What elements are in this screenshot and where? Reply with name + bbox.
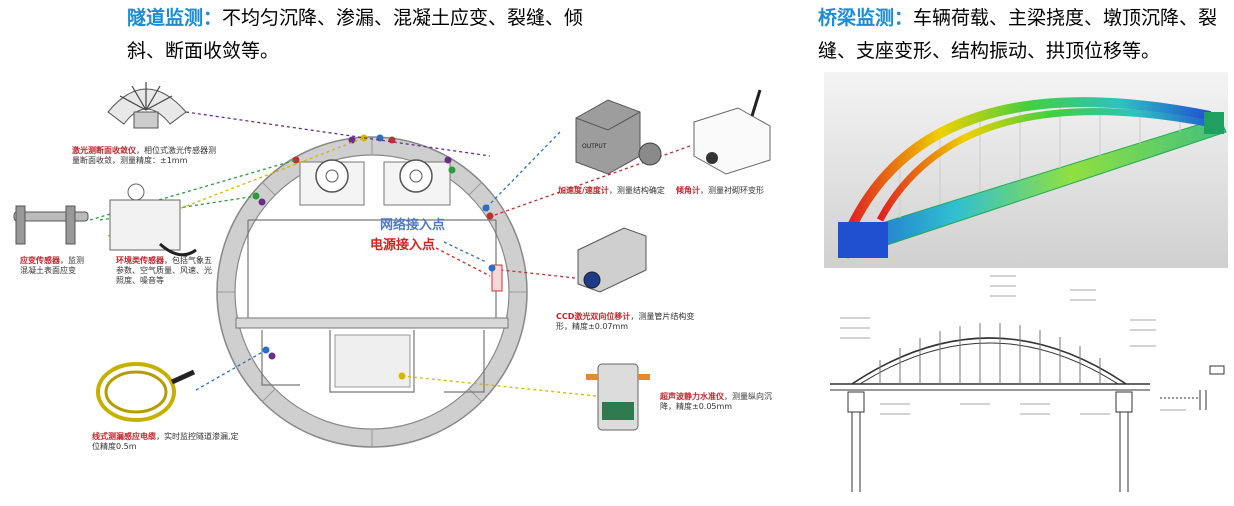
fan-left	[315, 159, 349, 193]
sensor-caption-leak-cable: 线式测漏感应电缆，实时监控隧道渗漏,定位精度0.5m	[92, 432, 242, 452]
junction-box	[491, 264, 503, 292]
sensor-name: 环境类传感器	[116, 256, 164, 265]
bridge-annotation-marks	[840, 275, 1186, 415]
sensor-name: 线式测漏感应电缆	[92, 432, 156, 441]
sensor-desc: ，实时监控隧道渗漏,定位精度0.5m	[92, 432, 239, 451]
sensor-desc: ，包括气象五参数、空气质量、风速、光照度、噪音等	[116, 256, 212, 285]
sensor-name: CCD激光双向位移计	[556, 312, 631, 321]
tunnel-inner	[234, 154, 510, 430]
sensor-caption-strain: 应变传感器，监测混凝土表面应变	[20, 256, 90, 276]
accelerometer-device: OUTPUT	[575, 99, 662, 175]
accelerometer-output-label: OUTPUT	[582, 143, 607, 150]
lower-gallery	[261, 330, 485, 393]
sensor-caption-laser: 激光测断面收敛仪，相位式激光传感器测量断面收敛，测量精度：±1mm	[72, 146, 222, 166]
tunnel-heading: 隧道监测：不均匀沉降、渗漏、混凝土应变、裂缝、倾斜、断面收敛等。	[127, 2, 597, 68]
bridge-hangers	[899, 98, 1181, 218]
sensor-name: 应变传感器	[20, 256, 60, 265]
sensor-name: 超声波静力水准仪	[660, 392, 724, 401]
hydrostatic-level-device	[586, 363, 650, 431]
tunnel-heading-keyword: 隧道监测：	[127, 7, 223, 29]
bridge-model-background	[824, 72, 1228, 268]
sensor-caption-inclinometer: 倾角计，测量衬砌环变形	[676, 186, 786, 196]
ccd-displacement-device	[577, 227, 647, 293]
sensor-name: 加速度/速度计	[558, 186, 609, 195]
sensor-name: 倾角计	[676, 186, 700, 195]
sensor-caption-hydrostatic: 超声波静力水准仪，测量纵向沉降，精度±0.05mm	[660, 392, 784, 412]
strain-sensor-device	[13, 205, 89, 245]
tunnel-heading-text: 不均匀沉降、渗漏、混凝土应变、裂缝、倾斜、断面收敛等。	[127, 7, 584, 62]
bridge-heading: 桥梁监测：车辆荷载、主梁挠度、墩顶沉降、裂缝、支座变形、结构振动、拱顶位移等。	[818, 2, 1230, 68]
leak-cable-device	[96, 362, 196, 422]
inclinometer-device	[693, 89, 771, 175]
sensor-desc: ，测量衬砌环变形	[700, 186, 764, 195]
sensor-desc: ，测量结构确定	[608, 186, 665, 195]
bridge-pier-right	[1204, 112, 1224, 134]
bridge-pier-left	[838, 222, 888, 258]
sensor-desc: ，测量纵向沉降，精度±0.05mm	[660, 392, 772, 411]
sensor-desc: ，测量管片结构变形，精度±0.07mm	[556, 312, 695, 331]
sensor-caption-accelerometer: 加速度/速度计，测量结构确定	[558, 186, 688, 196]
sensor-caption-environment: 环境类传感器，包括气象五参数、空气质量、风速、光照度、噪音等	[116, 256, 212, 286]
bridge-arch-back	[876, 108, 1223, 222]
network-access-label: 网络接入点	[380, 218, 446, 233]
road-deck	[235, 317, 509, 329]
bridge-heading-keyword: 桥梁监测：	[818, 7, 914, 29]
power-access-label: 电源接入点	[370, 238, 436, 253]
gallery-box	[334, 334, 411, 388]
bridge-heading-text: 车辆荷载、主梁挠度、墩顶沉降、裂缝、支座变形、结构振动、拱顶位移等。	[818, 7, 1218, 62]
bridge-deck	[839, 117, 1227, 259]
sensor-caption-ccd: CCD激光双向位移计，测量管片结构变形，精度±0.07mm	[556, 312, 696, 332]
tunnel-diagram: OUTPUT	[13, 82, 771, 448]
environmental-sensor-device	[109, 183, 197, 257]
fan-right-hub	[409, 169, 423, 183]
fan-left-hub	[325, 169, 339, 183]
bridge-arch-front	[845, 97, 1211, 233]
ring-segment-marks	[217, 137, 527, 447]
laser-convergence-device	[107, 82, 187, 129]
sensor-desc: ，监测混凝土表面应变	[20, 256, 84, 275]
fan-right	[399, 159, 433, 193]
sensor-desc: ，相位式激光传感器测量断面收敛，测量精度：±1mm	[72, 146, 216, 165]
sensor-name: 激光测断面收敛仪	[72, 146, 136, 155]
bridge-elevation-drawing	[830, 323, 1225, 492]
